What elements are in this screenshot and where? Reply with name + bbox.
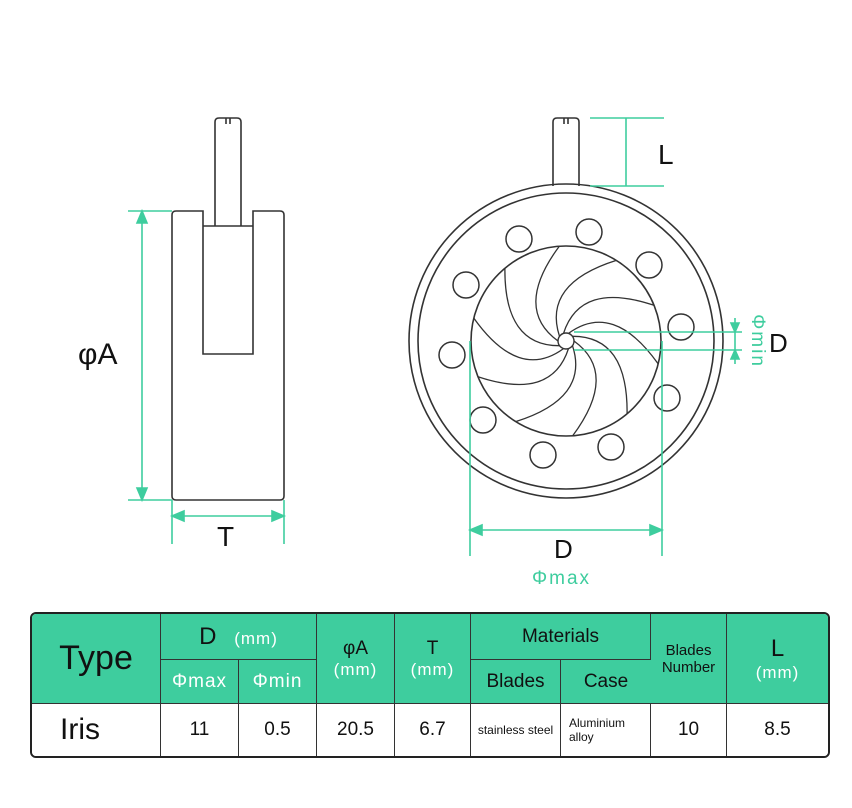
blades-header: Blades bbox=[471, 660, 561, 704]
phimax-value: 11 bbox=[161, 704, 239, 756]
type-value: Iris bbox=[32, 704, 161, 756]
t-unit: (mm) bbox=[410, 659, 455, 679]
outer-ring bbox=[408, 183, 724, 499]
case-material-value: Aluminium alloy bbox=[561, 704, 652, 756]
arrow-left-icon bbox=[169, 509, 185, 523]
iris-blade bbox=[473, 317, 564, 361]
phiA-label: φA bbox=[78, 338, 117, 371]
case-material-line1: Aluminium bbox=[569, 716, 626, 730]
materials-header: Materials bbox=[471, 614, 652, 660]
phimin-value: 0.5 bbox=[239, 704, 317, 756]
side-lever bbox=[214, 117, 242, 226]
l-label: L bbox=[658, 139, 674, 170]
t-value: 6.7 bbox=[395, 704, 471, 756]
inner-ring bbox=[417, 192, 715, 490]
d-right-label: D bbox=[769, 328, 788, 358]
arrow-right-icon bbox=[271, 509, 287, 523]
aperture-center bbox=[557, 332, 575, 350]
phiA-header: φA (mm) bbox=[317, 614, 395, 704]
technical-drawing: φA T bbox=[78, 117, 788, 589]
iris-blade bbox=[562, 296, 655, 334]
phimax-label: Φmax bbox=[532, 568, 591, 589]
spec-table: Type D (mm) φA (mm) T (mm) Materials Bla… bbox=[30, 612, 831, 758]
type-header: Type bbox=[32, 614, 161, 704]
side-dimensions bbox=[128, 208, 287, 544]
phimax-header: Φmax bbox=[161, 660, 239, 704]
phiA-unit: (mm) bbox=[333, 659, 378, 679]
d-header-label: D bbox=[199, 622, 217, 650]
phiA-header-label: φA bbox=[343, 637, 368, 659]
mounting-holes bbox=[438, 218, 695, 469]
iris-blade bbox=[515, 345, 577, 423]
iris-blades bbox=[473, 245, 659, 437]
phimin-header: Φmin bbox=[239, 660, 317, 704]
phimin-label: Φmin bbox=[747, 314, 768, 368]
blades-number-header: Blades Number bbox=[651, 614, 728, 704]
l-header: L (mm) bbox=[727, 614, 829, 704]
iris-blade bbox=[568, 321, 659, 365]
d-header: D (mm) bbox=[161, 614, 317, 660]
front-lever bbox=[552, 117, 580, 186]
iris-blade bbox=[555, 259, 617, 337]
blades-number-line1: Blades bbox=[665, 641, 712, 659]
iris-blade bbox=[535, 245, 560, 342]
arrow-right-icon bbox=[649, 523, 665, 537]
iris-blade bbox=[572, 340, 597, 437]
front-view bbox=[408, 117, 724, 499]
front-dimensions bbox=[467, 117, 742, 556]
blades-material-value: stainless steel bbox=[471, 704, 561, 756]
l-header-label: L bbox=[770, 634, 785, 662]
t-header-label: T bbox=[426, 637, 439, 659]
t-header: T (mm) bbox=[395, 614, 471, 704]
l-value: 8.5 bbox=[727, 704, 829, 756]
side-body bbox=[171, 210, 285, 501]
arrow-left-icon bbox=[467, 523, 483, 537]
iris-blade bbox=[504, 268, 560, 347]
l-unit: (mm) bbox=[755, 662, 800, 682]
d-bottom-label: D bbox=[554, 534, 573, 564]
case-material-line2: alloy bbox=[569, 730, 594, 744]
t-label: T bbox=[217, 521, 234, 552]
phiA-value: 20.5 bbox=[317, 704, 395, 756]
d-unit: (mm) bbox=[234, 628, 278, 648]
blades-number-value: 10 bbox=[651, 704, 728, 756]
arrow-up-icon bbox=[135, 208, 149, 224]
iris-blade bbox=[572, 335, 628, 414]
side-view bbox=[171, 117, 285, 501]
blades-number-line2: Number bbox=[661, 658, 716, 676]
aperture-ring bbox=[470, 245, 662, 437]
case-header: Case bbox=[561, 660, 652, 704]
arrow-down-icon bbox=[135, 487, 149, 503]
iris-blade bbox=[477, 348, 570, 386]
